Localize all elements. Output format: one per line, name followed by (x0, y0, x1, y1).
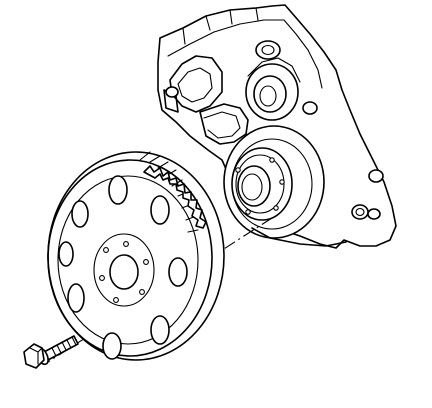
flywheel-bolt (23, 335, 79, 369)
ring-gear-teeth (143, 165, 207, 229)
crankshaft-flange (231, 147, 293, 221)
flywheel (47, 151, 225, 361)
